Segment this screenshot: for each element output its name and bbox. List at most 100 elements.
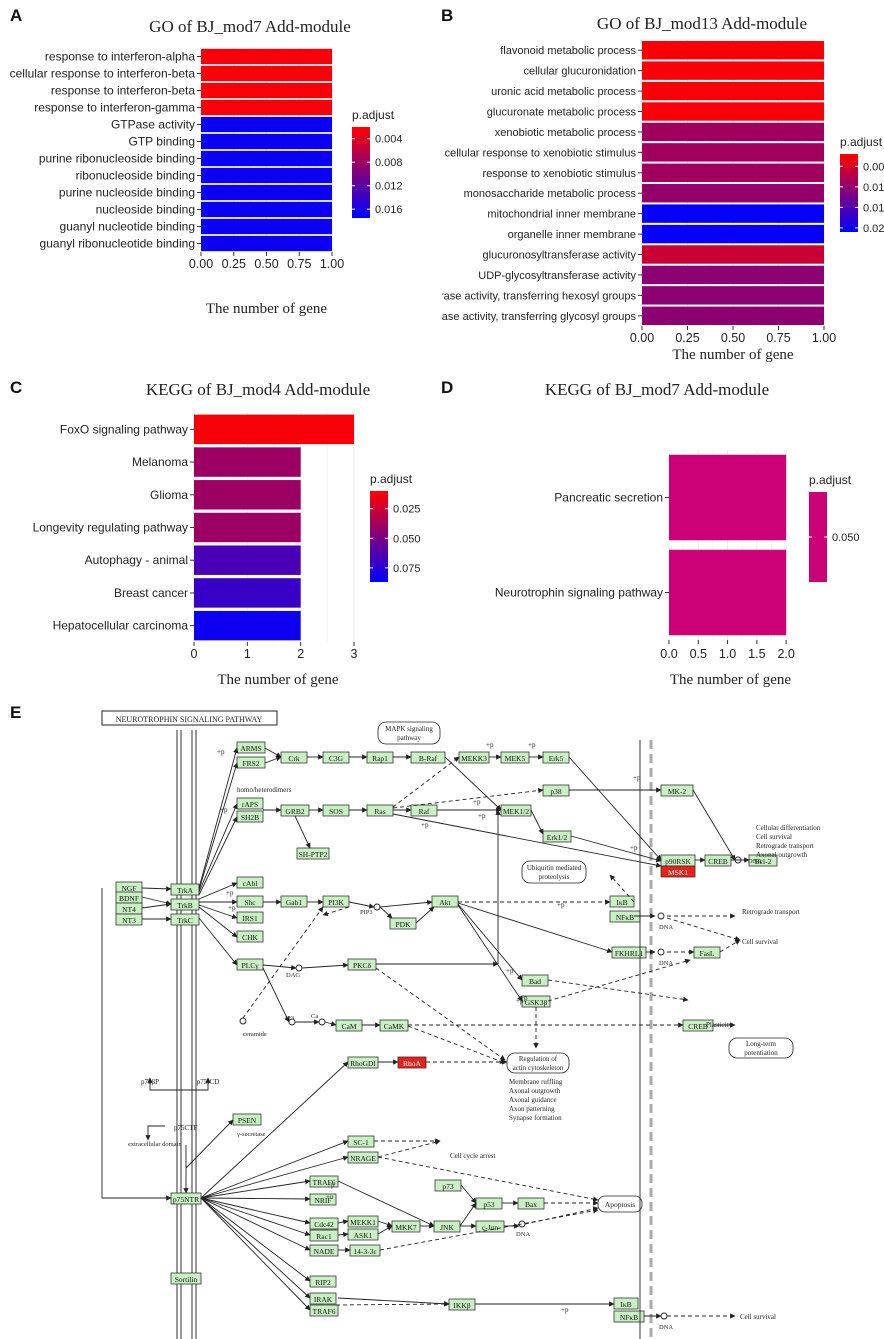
category-label: Autophagy - animal — [85, 553, 188, 567]
bar — [669, 454, 787, 541]
pathway-text-axon_pat: Axon patterning — [509, 1105, 555, 1113]
x-tick-label: 1.00 — [320, 257, 344, 271]
pathway-title: NEUROTROPHIN SIGNALING PATHWAY — [116, 715, 263, 724]
pathway-text-dna: DNA — [659, 960, 673, 967]
edge — [459, 1202, 477, 1227]
bar — [201, 150, 332, 167]
x-tick-label: 0.50 — [254, 257, 278, 271]
edge — [198, 882, 238, 900]
category-label: glucuronosyltransferase activity — [483, 250, 637, 262]
node-label: TRAF6 — [313, 1307, 336, 1316]
node-label: CaM — [342, 1022, 357, 1031]
pathway-text-retro2: Retrograde transport — [742, 908, 800, 916]
pathway-text-plus_p: +p — [217, 748, 225, 756]
category-label: monosaccharide metabolic process — [464, 188, 637, 200]
category-label: response to interferon-gamma — [34, 101, 195, 115]
pathway-text-ltp: Long-term — [746, 1040, 776, 1048]
pathway-text-plus_p: +p — [561, 1306, 569, 1314]
node-erk12 — [542, 830, 572, 843]
x-tick-label: 0.75 — [766, 331, 790, 345]
pathway-text-pip3: PIP3 — [360, 909, 373, 916]
category-label: purine ribonucleoside binding — [39, 152, 195, 166]
panel-letter-c: C — [10, 378, 23, 397]
pathway-text-plus_p: +p — [520, 994, 528, 1002]
node-label: Akt — [439, 898, 451, 907]
pathway-text-dag: DAG — [286, 972, 300, 979]
pathway-text-mapk-2: pathway — [397, 734, 421, 742]
edge — [200, 1179, 311, 1199]
edge — [322, 906, 350, 917]
node-label: NRIF — [314, 1196, 331, 1205]
node-label: MSK1 — [668, 868, 688, 877]
node-label: Raf — [419, 807, 430, 816]
edge — [407, 1025, 506, 1064]
edge — [377, 1225, 393, 1235]
bar — [642, 61, 824, 80]
x-tick-label: 0.25 — [675, 331, 699, 345]
node-label: Rac1 — [316, 1232, 332, 1241]
node-label: p90RSK — [665, 857, 691, 866]
node-label: NFκB — [616, 913, 634, 922]
node-label: CREB — [688, 1022, 708, 1031]
edge — [200, 1197, 311, 1225]
x-tick-label: 0.0 — [660, 647, 677, 661]
bar — [201, 48, 332, 65]
node-label: NGF — [121, 884, 136, 893]
legend-tick-label: 0.050 — [393, 533, 421, 545]
category-label: flavonoid metabolic process — [500, 45, 636, 57]
category-label: xenobiotic metabolic process — [495, 127, 637, 139]
edge — [198, 747, 239, 889]
node-label: SOS — [329, 807, 343, 816]
edge — [141, 896, 172, 906]
node-label: NT4 — [122, 905, 136, 914]
legend-tick-label: 0.008 — [375, 157, 403, 169]
bar — [194, 610, 301, 641]
pathway-text-membrane: Membrane ruffling — [509, 1078, 563, 1086]
category-label: Neurotrophin signaling pathway — [495, 586, 663, 600]
node-label: BDNF — [119, 894, 139, 903]
node-label: p38 — [550, 787, 562, 796]
node-sortilin — [170, 1272, 202, 1285]
category-label: cellular response to interferon-beta — [10, 67, 196, 81]
pathway-text-cell_surv2: Cell survival — [742, 938, 778, 946]
x-tick-label: 0.5 — [690, 647, 707, 661]
bar — [201, 167, 332, 184]
node-label: Rap1 — [372, 754, 388, 763]
pathway-text-reg-actin-2: actin cytoskeleton — [513, 1064, 564, 1072]
node-label: C3G — [329, 754, 344, 763]
panel-letter-a: A — [10, 6, 23, 25]
edge — [141, 886, 172, 892]
node-label: rAPS — [242, 800, 258, 809]
pathway-text-plus_p: +p — [633, 774, 641, 782]
legend-tick-label: 0.016 — [375, 204, 403, 216]
edge — [101, 888, 172, 1201]
edge — [145, 1125, 165, 1141]
pathway-text-apoptosis: Apoptosis — [605, 1200, 636, 1209]
pathway-text-plus_p: +p — [506, 967, 514, 975]
bar — [201, 65, 332, 82]
legend-tick-label: 0.005 — [863, 161, 884, 173]
category-label: organelle inner membrane — [508, 229, 636, 241]
node-nfkb2 — [613, 1310, 645, 1323]
edge — [377, 1139, 441, 1158]
mapk-map-link — [377, 721, 441, 745]
edge — [375, 967, 506, 1061]
node-traf6b — [309, 1304, 339, 1317]
pathway-text-plus_p: +p — [421, 821, 429, 829]
pathway-text-ltp-2: potentiation — [744, 1049, 778, 1057]
x-tick-label: 0.25 — [222, 257, 246, 271]
legend-tick-label: 0.012 — [375, 181, 403, 193]
legend-tick-label: 0.015 — [863, 202, 884, 214]
edge — [392, 756, 460, 808]
node-label: RhoGDI — [350, 1059, 376, 1068]
ltp-map-link — [728, 1037, 794, 1059]
bar — [642, 224, 824, 244]
node-nt3 — [115, 913, 143, 926]
edge — [198, 906, 238, 938]
node-label: PI3K — [328, 898, 344, 907]
category-label: Hepatocellular carcinoma — [53, 619, 189, 633]
edge — [200, 1140, 349, 1199]
